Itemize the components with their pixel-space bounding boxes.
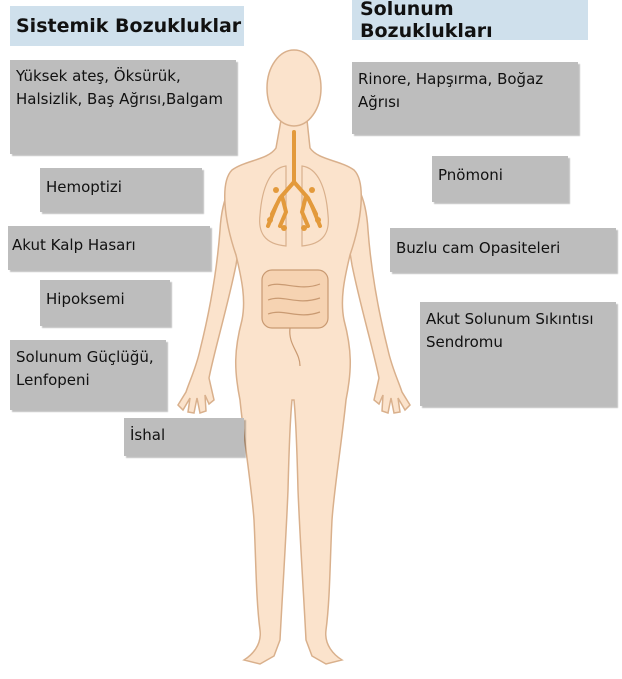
torso-legs bbox=[225, 120, 361, 664]
respiratory-item-ards: Akut Solunum Sıkıntısı Sendromu bbox=[420, 302, 616, 406]
respiratory-item-pneumonia: Pnömoni bbox=[432, 156, 568, 202]
head bbox=[267, 50, 321, 126]
respiratory-disorders-title: Solunum Bozuklukları bbox=[352, 0, 588, 40]
systemic-item-hemoptysis: Hemoptizi bbox=[40, 168, 202, 212]
systemic-item-hypoxemia: Hipoksemi bbox=[40, 280, 170, 326]
systemic-disorders-title: Sistemik Bozukluklar bbox=[10, 6, 244, 46]
systemic-item-fever-cough: Yüksek ateş, Öksürük, Halsizlik, Baş Ağr… bbox=[10, 60, 236, 154]
respiratory-item-rhinorrhea: Rinore, Hapşırma, Boğaz Ağrısı bbox=[352, 62, 578, 134]
respiratory-item-ground-glass: Buzlu cam Opasiteleri bbox=[390, 228, 616, 272]
systemic-item-acute-heart-damage: Akut Kalp Hasarı bbox=[8, 226, 210, 270]
systemic-item-dyspnea-lymphopenia: Solunum Güçlüğü, Lenfopeni bbox=[10, 340, 166, 410]
systemic-item-diarrhea: İshal bbox=[124, 418, 244, 456]
